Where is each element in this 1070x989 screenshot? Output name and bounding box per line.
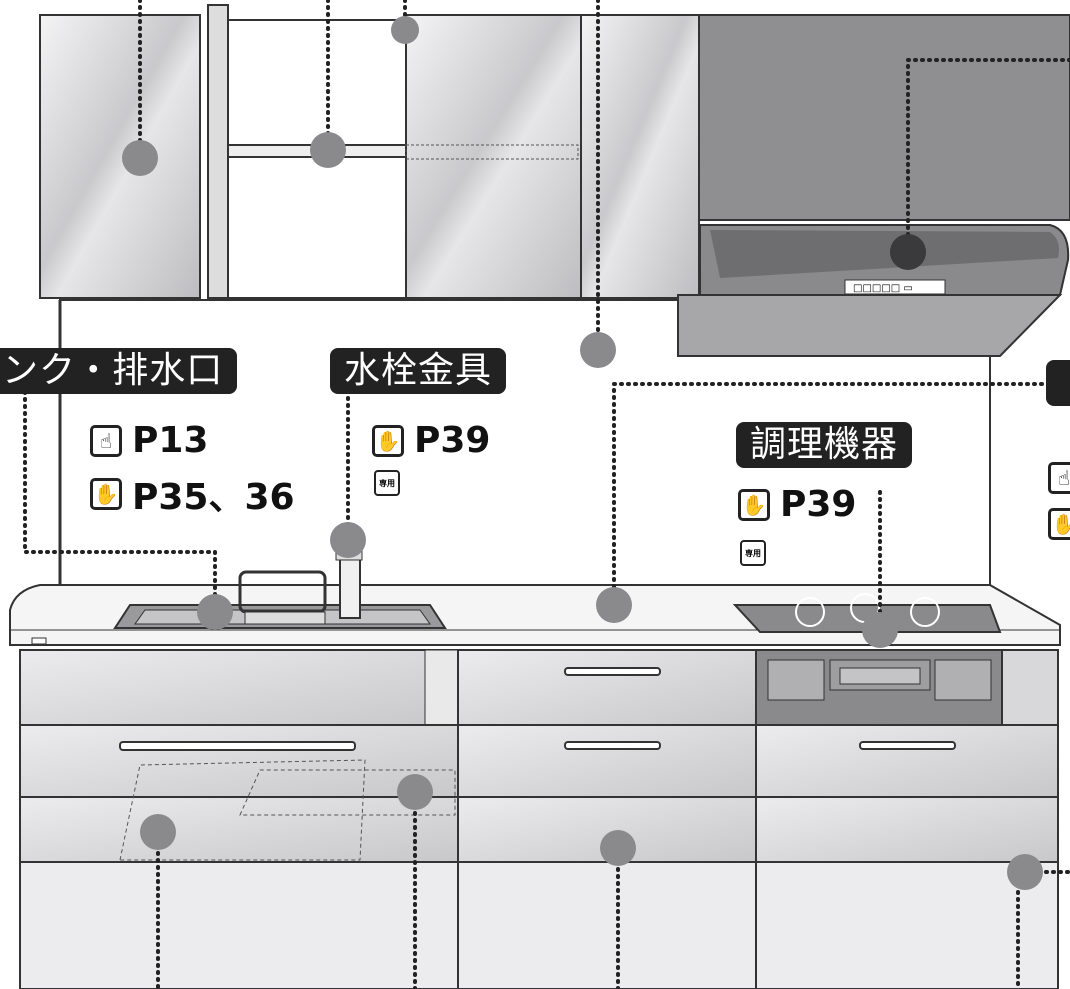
cooking-ref-1-text: P39 [780,484,857,525]
faucet-ref-1-text: P39 [414,420,491,461]
hand-icon: ✋ [90,478,122,510]
cooking-ref-1: ✋ P39 [738,484,856,525]
manual-book-icon: 専用 [740,540,766,566]
cooking-label: 調理機器 [736,422,913,468]
marker-dots [122,16,1043,890]
range-hood: □□□□□ ▭ [677,14,1070,357]
pointing-finger-icon: ☝ [90,424,122,457]
manual-book-icon: 専用 [374,470,400,496]
faucet [335,547,363,619]
sink-ref-2-text: P35、36 [132,477,295,518]
hand-icon: ✋ [738,488,770,521]
faucet-label: 水栓金具 [330,348,507,394]
upper-cabinets [39,4,700,299]
hand-icon: ✋ [372,424,404,457]
faucet-ref-1: ✋ P39 [372,420,490,461]
pointing-finger-icon: ☝ [1048,462,1070,494]
sink-ref-2: ✋ P35、36 [90,468,295,520]
sink-ref-1: ☝ P13 [90,420,208,461]
hood-control-panel: □□□□□ ▭ [853,283,913,294]
sink-label: ンク・排水口 [0,348,238,394]
edge-label [1046,360,1070,406]
sink-ref-1-text: P13 [132,420,209,461]
lower-cabinets [19,649,1059,989]
hand-icon: ✋ [1048,508,1070,540]
leader-lines [23,0,1070,989]
